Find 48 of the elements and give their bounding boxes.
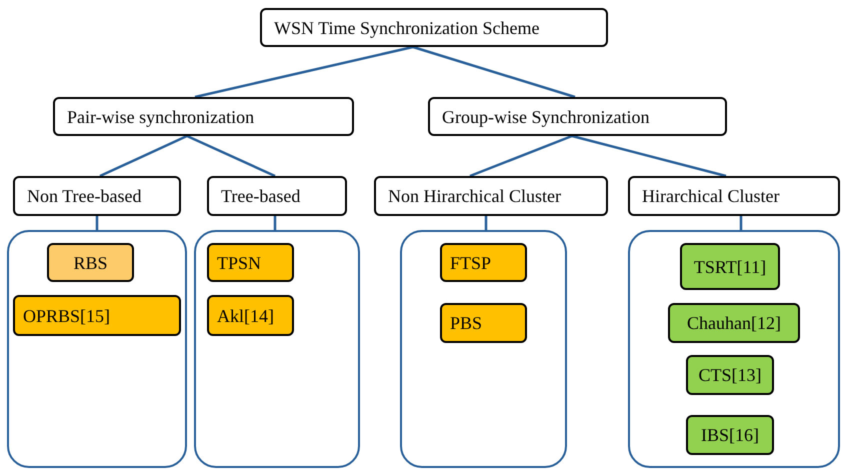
connector-line bbox=[470, 134, 572, 178]
group-panel bbox=[7, 230, 187, 468]
node-label: Hirarchical Cluster bbox=[642, 187, 780, 205]
node-label: CTS[13] bbox=[698, 366, 762, 384]
category-box bbox=[260, 8, 608, 47]
connector-line bbox=[194, 46, 414, 98]
category-box bbox=[13, 176, 181, 216]
node-label: Chauhan[12] bbox=[687, 314, 781, 332]
node-label: Tree-based bbox=[221, 187, 300, 205]
method-box bbox=[207, 243, 294, 282]
method-box bbox=[440, 303, 527, 343]
node-label: IBS[16] bbox=[701, 426, 759, 444]
node-label: Akl[14] bbox=[217, 306, 274, 324]
node-label: FTSP bbox=[450, 254, 492, 272]
node-label: Non Tree-based bbox=[27, 187, 142, 205]
connector-line bbox=[484, 216, 488, 230]
node-label: RBS bbox=[73, 254, 108, 272]
group-panel bbox=[628, 230, 840, 468]
node-label: TSRT[11] bbox=[694, 258, 766, 276]
connector-line bbox=[572, 134, 726, 178]
connector-line bbox=[99, 134, 188, 178]
connector-line bbox=[186, 134, 276, 178]
method-box bbox=[686, 415, 774, 455]
method-box bbox=[207, 295, 294, 336]
category-box bbox=[374, 176, 608, 216]
method-box bbox=[680, 243, 780, 290]
node-label: WSN Time Synchronization Scheme bbox=[274, 18, 540, 36]
connector-line bbox=[740, 216, 742, 230]
method-box bbox=[686, 355, 774, 395]
group-panel bbox=[194, 230, 360, 468]
method-box bbox=[440, 243, 527, 282]
node-label: Non Hirarchical Cluster bbox=[388, 187, 561, 205]
node-label: Group-wise Synchronization bbox=[442, 108, 650, 126]
group-panel bbox=[400, 230, 567, 468]
node-label: TPSN bbox=[217, 254, 262, 272]
method-box bbox=[13, 295, 181, 336]
connector-line bbox=[96, 216, 98, 230]
method-box bbox=[47, 243, 134, 282]
category-box bbox=[53, 97, 354, 136]
category-box bbox=[207, 176, 347, 216]
connector-line bbox=[412, 46, 576, 98]
node-label: Pair-wise synchronization bbox=[67, 108, 254, 126]
category-box bbox=[628, 176, 840, 216]
method-box bbox=[668, 303, 800, 343]
node-label: OPRBS[15] bbox=[23, 306, 110, 324]
connector-line bbox=[274, 216, 276, 230]
node-label: PBS bbox=[450, 314, 482, 332]
category-box bbox=[428, 97, 727, 136]
